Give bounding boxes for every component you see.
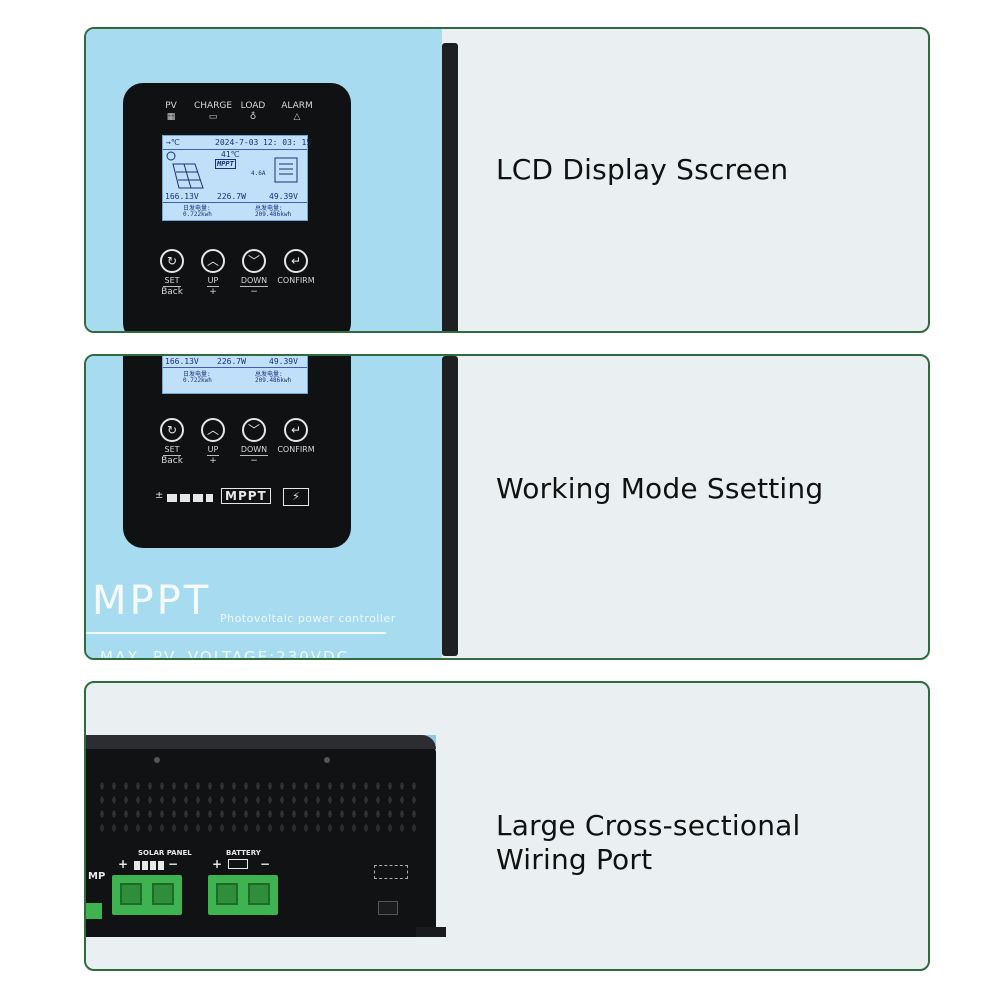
cooling-vents bbox=[96, 779, 422, 833]
enter-icon: ↵ bbox=[284, 249, 308, 273]
solar-minus: − bbox=[168, 857, 179, 871]
controller-front-top: PV▦ CHARGE▭ LOAD♁ ALARM△ →℃ 2024-7-03 12… bbox=[86, 29, 442, 331]
chassis-lip bbox=[86, 735, 436, 749]
confirm-button[interactable]: ↵ CONFIRM bbox=[271, 249, 321, 286]
lcd-current: 4.6A bbox=[251, 170, 266, 177]
side-terminal bbox=[86, 903, 102, 919]
indicator-load: LOAD♁ bbox=[231, 101, 275, 122]
lcd-power: 226.7W bbox=[217, 192, 246, 201]
battery-minus: − bbox=[260, 857, 271, 871]
battery-bolt-icon: ⚡ bbox=[283, 488, 309, 506]
down-button[interactable]: ﹀ DOWN− bbox=[229, 249, 279, 297]
chevron-down-icon: ﹀ bbox=[242, 249, 266, 273]
mounting-foot bbox=[416, 927, 446, 937]
lcd-battery-icon bbox=[274, 157, 298, 183]
lcd-screen-partial: 166.13V 226.7W 49.39V 日发电量: 0.722kwh 总发电… bbox=[162, 356, 308, 394]
chevron-up-icon: ︿ bbox=[201, 418, 225, 442]
up-button[interactable]: ︿ UP+ bbox=[188, 249, 238, 297]
confirm-button[interactable]: ↵ CONFIRM bbox=[271, 418, 321, 455]
mounting-bracket bbox=[442, 43, 458, 331]
refresh-icon: ↻ bbox=[160, 249, 184, 273]
battery-label: BATTERY bbox=[226, 849, 261, 857]
lcd-temp-unit: →℃ bbox=[166, 138, 180, 147]
lcd-time: 12: 03: 15 bbox=[263, 138, 312, 147]
battery-terminal-block[interactable] bbox=[208, 875, 278, 915]
solar-bars-icon bbox=[167, 494, 213, 502]
lcd-battery-voltage: 49.39V bbox=[269, 192, 298, 201]
lcd-daily-label: 日发电量: bbox=[183, 205, 211, 212]
flow-diagram: ± MPPT ⚡ bbox=[155, 486, 315, 510]
flow-mppt-label: MPPT bbox=[221, 488, 271, 504]
battery-icon: ▭ bbox=[208, 112, 218, 122]
solar-plus: + bbox=[118, 857, 129, 871]
lcd-date: 2024-7-03 bbox=[215, 138, 259, 147]
screw-icon bbox=[324, 757, 330, 763]
bulb-icon: ♁ bbox=[249, 112, 257, 122]
up-button[interactable]: ︿ UP+ bbox=[188, 418, 238, 466]
mounting-bracket bbox=[442, 356, 458, 656]
caption-mode: Working Mode Ssetting bbox=[496, 472, 824, 505]
solar-panel-label: SOLAR PANEL bbox=[138, 849, 192, 857]
brand-subtitle: Photovoltaic power controller bbox=[220, 612, 396, 625]
grid-icon: ▦ bbox=[166, 112, 176, 122]
screw-icon bbox=[154, 757, 160, 763]
lcd-mppt-box: MPPT bbox=[215, 159, 236, 169]
feature-panel-wiring: SOLAR PANEL + − BATTERY + − MP Large Cro… bbox=[84, 681, 930, 971]
rj45-port[interactable] bbox=[378, 901, 398, 915]
port-label-box bbox=[374, 865, 408, 879]
control-face: PV▦ CHARGE▭ LOAD♁ ALARM△ →℃ 2024-7-03 12… bbox=[123, 83, 351, 331]
chevron-down-icon: ﹀ bbox=[242, 418, 266, 442]
lcd-pv-voltage: 166.13V bbox=[165, 192, 199, 201]
divider bbox=[86, 632, 386, 634]
down-button[interactable]: ﹀ DOWN− bbox=[229, 418, 279, 466]
brand-logo: MPPT bbox=[92, 578, 212, 624]
mp-tag: MP bbox=[88, 871, 106, 882]
solar-panel-icon bbox=[166, 151, 204, 189]
lcd-total-label: 总发电量: bbox=[255, 205, 283, 212]
battery-icon bbox=[228, 859, 248, 869]
feature-panel-mode: 166.13V 226.7W 49.39V 日发电量: 0.722kwh 总发电… bbox=[84, 354, 930, 660]
warning-icon: △ bbox=[293, 112, 301, 122]
lcd-daily-value: 0.722kwh bbox=[183, 211, 212, 218]
lcd-total-value: 209.486kwh bbox=[255, 211, 292, 218]
control-face-lower: 166.13V 226.7W 49.39V 日发电量: 0.722kwh 总发电… bbox=[123, 356, 351, 548]
chevron-up-icon: ︿ bbox=[201, 249, 225, 273]
plus-minus-icon: ± bbox=[155, 490, 164, 501]
controller-front-mid: 166.13V 226.7W 49.39V 日发电量: 0.722kwh 总发电… bbox=[86, 356, 442, 660]
solar-panel-icon bbox=[134, 861, 164, 870]
caption-lcd: LCD Display Sscreen bbox=[496, 153, 789, 186]
feature-panel-lcd: PV▦ CHARGE▭ LOAD♁ ALARM△ →℃ 2024-7-03 12… bbox=[84, 27, 930, 333]
solar-terminal-block[interactable] bbox=[112, 875, 182, 915]
caption-wiring: Large Cross-sectional Wiring Port bbox=[496, 809, 801, 876]
indicator-pv: PV▦ bbox=[149, 101, 193, 122]
lcd-inner-temp: 41℃ bbox=[221, 150, 240, 159]
max-voltage-label: MAX. PV. VOLTAGE:230VDC bbox=[100, 648, 350, 660]
indicator-charge: CHARGE▭ bbox=[191, 101, 235, 122]
enter-icon: ↵ bbox=[284, 418, 308, 442]
lcd-screen: →℃ 2024-7-03 12: 03: 15 41℃ MPPT 4.6A bbox=[162, 135, 312, 221]
refresh-icon: ↻ bbox=[160, 418, 184, 442]
indicator-alarm: ALARM△ bbox=[275, 101, 319, 122]
battery-plus: + bbox=[212, 857, 223, 871]
